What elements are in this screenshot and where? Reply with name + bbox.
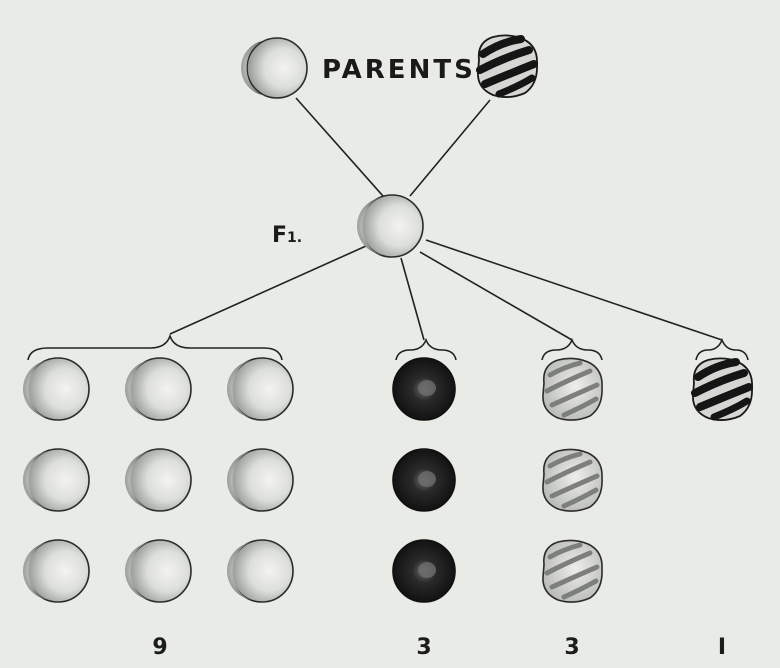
brace-group9 bbox=[27, 333, 283, 361]
seed-smooth-yellow bbox=[124, 357, 192, 421]
line-parent1-to-f1 bbox=[295, 97, 384, 197]
brace-group1 bbox=[695, 337, 749, 361]
seed-wrinkled-pale bbox=[543, 358, 602, 420]
parents-label: PARENTS bbox=[322, 55, 476, 85]
seed-smooth-yellow bbox=[226, 539, 294, 603]
seed-wrinkled-dark bbox=[693, 358, 752, 420]
brace-group3-dark bbox=[395, 337, 457, 361]
seed-smooth-dark bbox=[392, 539, 456, 603]
f2-group-smooth-dark bbox=[392, 357, 456, 603]
line-f1-to-group9 bbox=[169, 245, 367, 335]
line-f1-to-group3-wrinkled bbox=[419, 251, 573, 341]
f2-group-smooth-yellow bbox=[22, 357, 294, 603]
seed-smooth-yellow bbox=[226, 357, 294, 421]
seed-smooth-yellow bbox=[124, 448, 192, 512]
seed-smooth-yellow bbox=[22, 357, 90, 421]
seed-wrinkled-pale bbox=[543, 540, 602, 602]
seed-smooth-dark bbox=[392, 357, 456, 421]
seed-wrinkled-pale bbox=[543, 449, 602, 511]
count-wrinkled-pale: 3 bbox=[564, 635, 579, 660]
seed-smooth-yellow bbox=[22, 448, 90, 512]
f1-label: F1. bbox=[272, 223, 302, 248]
group-braces bbox=[27, 333, 749, 361]
count-wrinkled-dark: I bbox=[718, 635, 726, 660]
line-f1-to-group1 bbox=[425, 239, 723, 341]
line-parent2-to-f1 bbox=[409, 99, 491, 197]
seed-smooth-yellow bbox=[124, 539, 192, 603]
line-f1-to-group3-dark bbox=[400, 257, 425, 341]
count-smooth-dark: 3 bbox=[416, 635, 431, 660]
parent-seed-yellow-smooth bbox=[241, 37, 308, 99]
connector-lines bbox=[169, 97, 723, 341]
seed-smooth-yellow bbox=[22, 539, 90, 603]
seed-smooth-yellow bbox=[226, 448, 294, 512]
count-smooth-yellow: 9 bbox=[152, 635, 167, 660]
seed-smooth-dark bbox=[392, 448, 456, 512]
f2-group-wrinkled-dark bbox=[693, 358, 752, 420]
f2-group-wrinkled-pale bbox=[543, 358, 602, 602]
brace-group3-wrinkled bbox=[541, 337, 603, 361]
f1-seed bbox=[357, 194, 424, 258]
parent-seed-green-wrinkled bbox=[478, 35, 537, 97]
